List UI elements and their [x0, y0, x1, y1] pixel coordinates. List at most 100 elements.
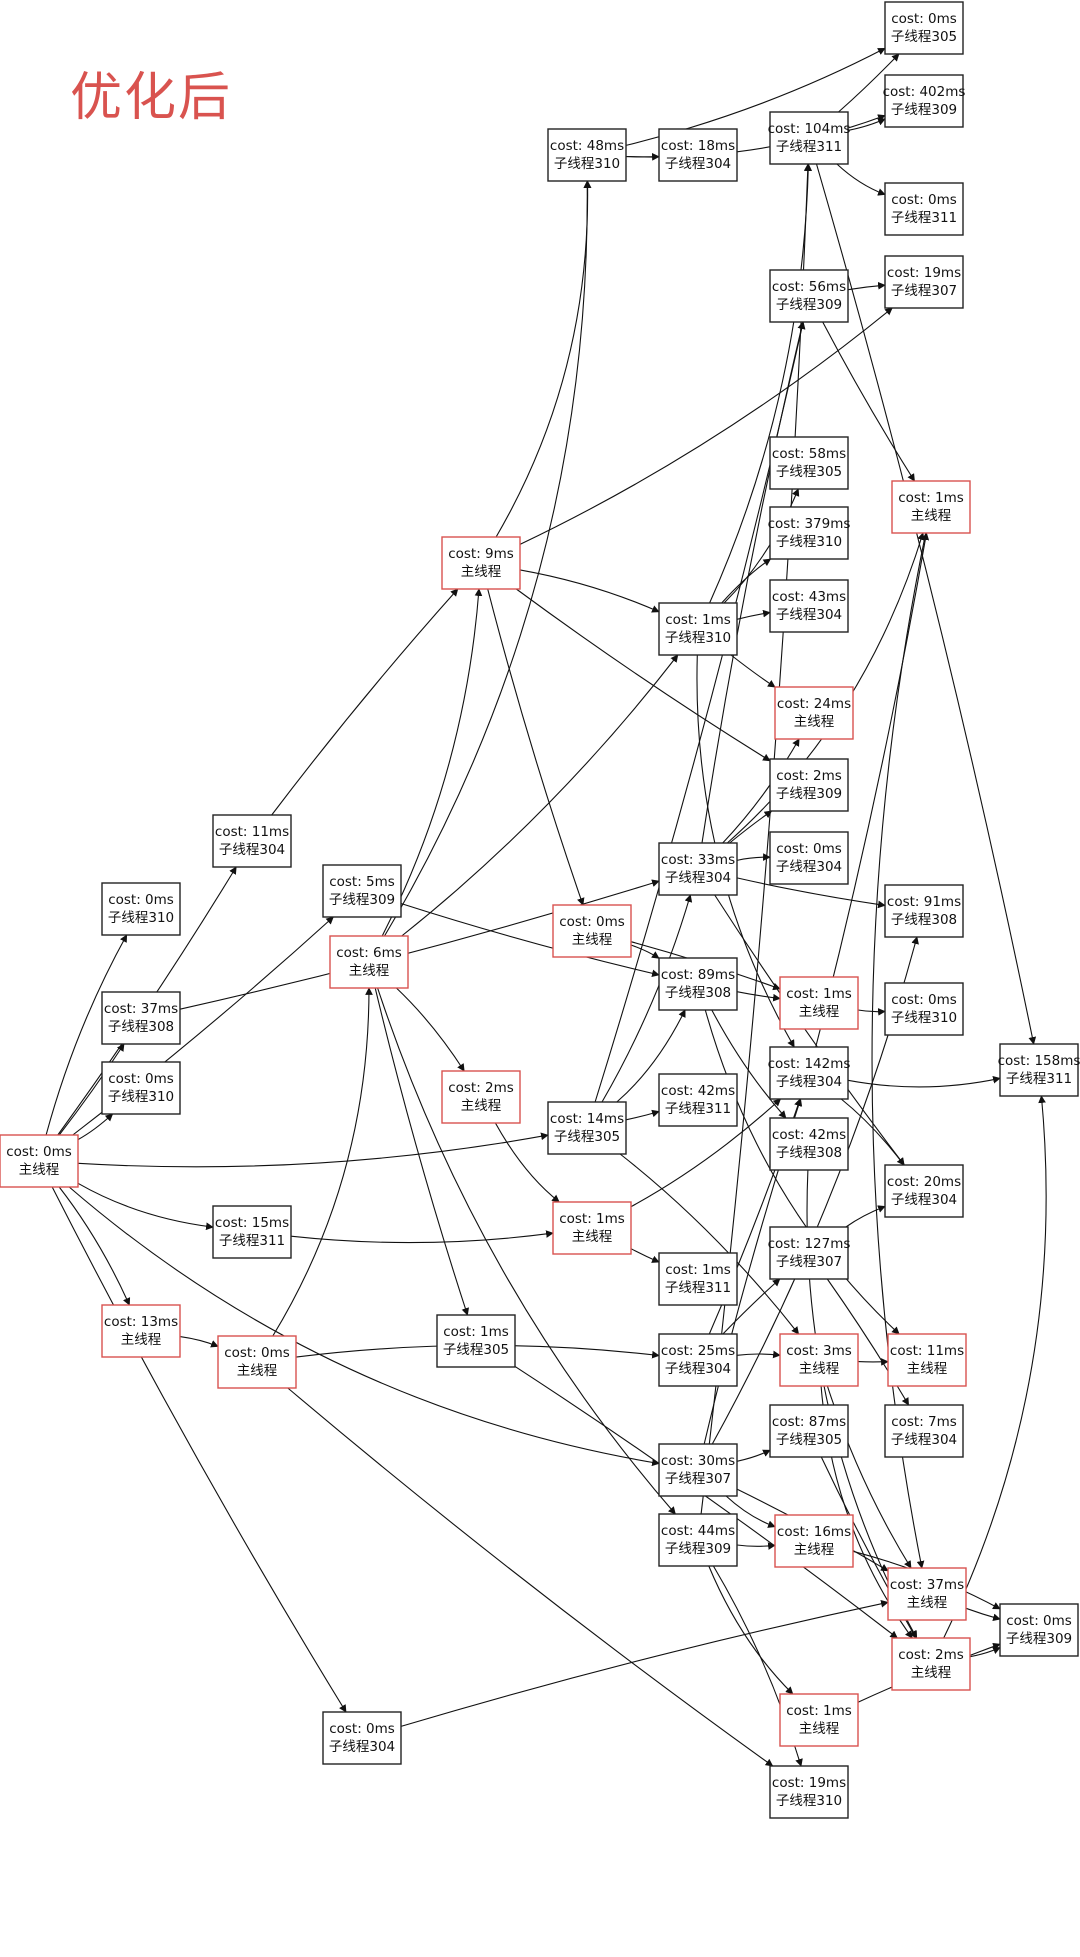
- node-cost-label: cost: 37ms: [890, 1577, 964, 1593]
- node-cost-label: cost: 2ms: [776, 768, 842, 784]
- edge-n_309c-to-n_307c: [847, 281, 886, 291]
- edge-n_main0-to-n_main13: [58, 1186, 131, 1306]
- node-cost-label: cost: 0ms: [6, 1144, 72, 1160]
- node-thread-label: 子线程309: [776, 297, 842, 313]
- node-box: [769, 1117, 849, 1171]
- node-thread-label: 子线程304: [776, 607, 842, 623]
- node-cost-label: cost: 44ms: [661, 1523, 735, 1539]
- node-cost-label: cost: 6ms: [336, 945, 402, 961]
- edge-n_307b-to-n_304j: [826, 1278, 910, 1406]
- node-thread-label: 子线程304: [776, 859, 842, 875]
- edge-n_main2-to-n_main1a: [494, 1122, 560, 1203]
- edge-n_304e-to-n_307b: [722, 1278, 781, 1335]
- node-thread-label: 主线程: [572, 1229, 613, 1245]
- node-thread-label: 子线程308: [108, 1019, 174, 1035]
- node-cost-label: cost: 25ms: [661, 1343, 735, 1359]
- edge-n_305b-to-n_main3: [619, 1153, 800, 1335]
- node-box: [658, 128, 738, 182]
- edge-n_main2b-to-n_311f: [943, 1095, 1047, 1639]
- edge-n_304e-to-n_main3: [736, 1350, 781, 1359]
- edge-n_main9-to-n_main0c: [487, 588, 585, 906]
- node-box: [101, 991, 181, 1045]
- node-cost-label: cost: 0ms: [559, 914, 625, 930]
- node-thread-label: 子线程311: [1006, 1071, 1072, 1087]
- node-cost-label: cost: 0ms: [329, 1721, 395, 1737]
- edge-n_main6-to-n_305a: [374, 987, 470, 1316]
- node-thread-label: 子线程304: [219, 842, 285, 858]
- node-box: [769, 1765, 849, 1819]
- node-cost-label: cost: 1ms: [665, 1262, 731, 1278]
- graph-node: cost: 158ms 子线程311: [998, 1043, 1080, 1097]
- node-cost-label: cost: 0ms: [891, 192, 957, 208]
- node-box: [999, 1043, 1079, 1097]
- node-thread-label: 子线程304: [776, 1074, 842, 1090]
- edge-n_main1b-to-n_310g: [857, 1008, 886, 1016]
- node-cost-label: cost: 0ms: [776, 841, 842, 857]
- edge-n_311d-to-n_311f: [815, 163, 1037, 1045]
- node-box: [322, 864, 402, 918]
- node-box: [441, 536, 521, 590]
- node-thread-label: 主线程: [461, 564, 502, 580]
- edge-n_main0-to-n_305b: [77, 1132, 549, 1168]
- node-thread-label: 子线程310: [891, 1010, 957, 1026]
- edge-n_309b-to-n_311d: [700, 163, 812, 1515]
- node-box: [101, 882, 181, 936]
- node-thread-label: 主线程: [349, 963, 390, 979]
- edge-n_304d-to-n_main24: [722, 738, 800, 844]
- node-thread-label: 主线程: [799, 1361, 840, 1377]
- edge-n_main0-to-n_304b: [51, 1186, 347, 1713]
- edge-n_311d-to-n_305e: [838, 53, 900, 113]
- node-box: [884, 1, 964, 55]
- node-box: [658, 1073, 738, 1127]
- node-thread-label: 主线程: [19, 1162, 60, 1178]
- node-cost-label: cost: 42ms: [661, 1083, 735, 1099]
- edge-n_main6-to-n_main2: [396, 987, 465, 1072]
- node-cost-label: cost: 158ms: [998, 1053, 1080, 1069]
- node-box: [769, 506, 849, 560]
- node-thread-label: 主线程: [794, 714, 835, 730]
- node-thread-label: 主线程: [461, 1098, 502, 1114]
- node-box: [769, 436, 849, 490]
- node-thread-label: 子线程305: [554, 1129, 620, 1145]
- node-thread-label: 子线程311: [219, 1233, 285, 1249]
- node-thread-label: 子线程310: [554, 156, 620, 172]
- node-cost-label: cost: 1ms: [559, 1211, 625, 1227]
- node-box: [329, 935, 409, 989]
- node-cost-label: cost: 0ms: [1006, 1613, 1072, 1629]
- node-box: [884, 74, 964, 128]
- node-box: [658, 602, 738, 656]
- node-thread-label: 子线程304: [665, 1361, 731, 1377]
- node-cost-label: cost: 1ms: [786, 986, 852, 1002]
- edge-n_304b-to-n_main37: [400, 1599, 889, 1727]
- node-box: [887, 1333, 967, 1387]
- node-cost-label: cost: 0ms: [108, 892, 174, 908]
- edge-n_main0-to-n_307a: [68, 1186, 660, 1467]
- page-title: 优化后: [70, 68, 233, 128]
- node-box: [212, 1205, 292, 1259]
- node-cost-label: cost: 91ms: [887, 894, 961, 910]
